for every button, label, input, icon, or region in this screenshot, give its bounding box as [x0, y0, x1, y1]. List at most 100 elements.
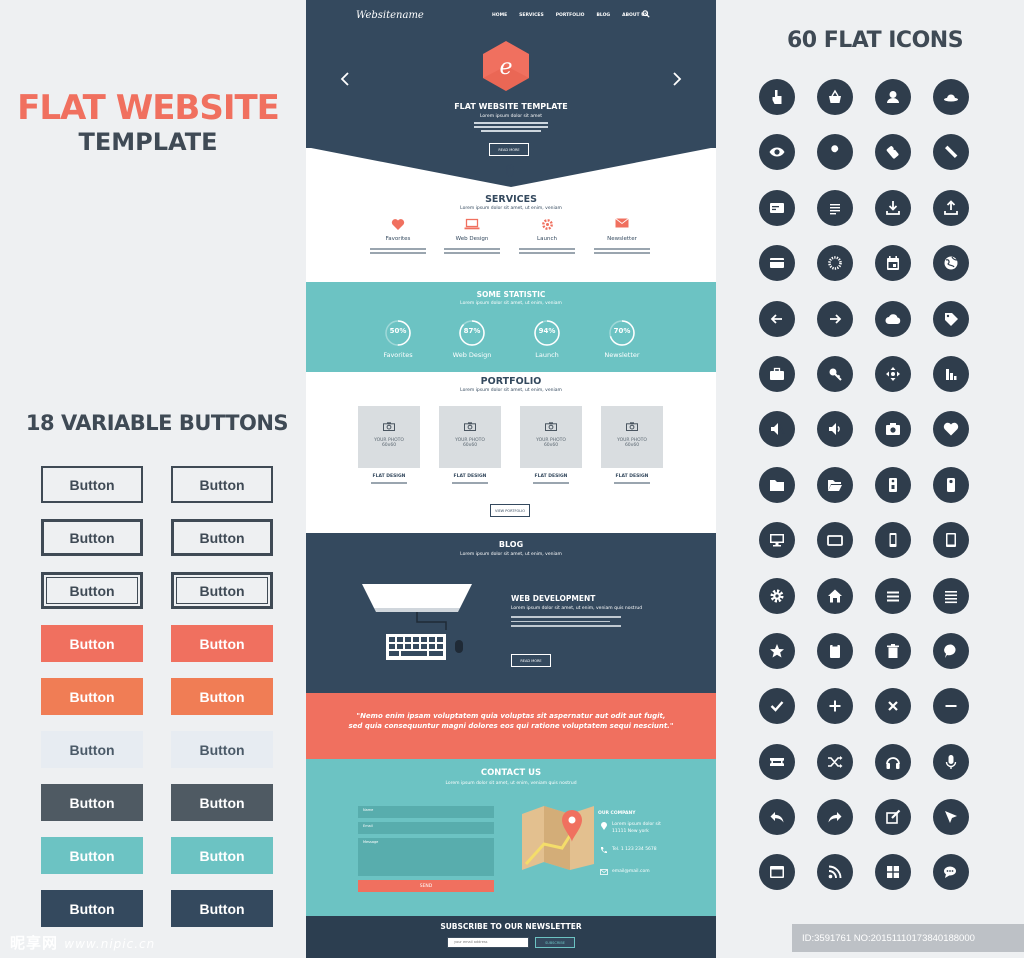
document-icon: [817, 189, 853, 226]
sample-button-outline-double-1[interactable]: Button: [41, 572, 143, 609]
stat-item: 87%Web Design: [442, 318, 502, 359]
sample-button-outline-double-2[interactable]: Button: [171, 572, 273, 609]
phone-icon: [875, 522, 911, 559]
scroll-mouse-icon[interactable]: [506, 164, 514, 177]
site-logo[interactable]: Websitename: [356, 10, 424, 21]
subscribe-button[interactable]: SUBSCRIBE: [535, 937, 575, 948]
sample-button-red-2[interactable]: Button: [171, 625, 273, 662]
message-field[interactable]: Message: [358, 838, 494, 876]
name-field[interactable]: Name: [358, 806, 494, 818]
rss-icon-glyph: [828, 866, 842, 879]
door-hanger-icon: [933, 466, 969, 503]
sample-button-navy-1[interactable]: Button: [41, 890, 143, 927]
view-portfolio-button[interactable]: VIEW PORTFOLIO: [490, 504, 530, 517]
stat-label: Newsletter: [604, 351, 640, 359]
nav-portfolio[interactable]: PORTFOLIO: [555, 13, 585, 18]
envelope-icon: [600, 869, 608, 875]
blog-read-more-button[interactable]: READ MORE: [511, 654, 551, 667]
sample-button-navy-2[interactable]: Button: [171, 890, 273, 927]
shuffle-icon: [817, 743, 853, 780]
photo-size: 60x60: [462, 443, 478, 448]
nav-home[interactable]: HOME: [492, 13, 508, 18]
cloud-icon: [875, 300, 911, 337]
folder-icon-glyph: [770, 479, 784, 491]
hat-icon-glyph: [944, 94, 958, 102]
star-icon-glyph: [770, 643, 784, 658]
camera-icon: [464, 422, 476, 431]
quote-line-2: sed quia consequuntur magni dolores eos …: [348, 722, 674, 730]
sample-button-light-1[interactable]: Button: [41, 731, 143, 768]
stat-value: 87%: [463, 327, 481, 335]
stat-item: 50%Favorites: [368, 318, 428, 359]
credit-card-icon-glyph: [770, 258, 784, 269]
reply-icon: [759, 799, 795, 836]
document-icon-glyph: [830, 203, 840, 215]
volume-icon-glyph: [829, 423, 840, 436]
window-icon: [759, 854, 795, 891]
sample-button-outline-medium-1[interactable]: Button: [41, 519, 143, 556]
close-icon: [875, 688, 911, 725]
user-icon: [875, 79, 911, 115]
move-icon-glyph: [886, 366, 900, 381]
home-icon: [817, 577, 853, 614]
stats-section: [306, 282, 716, 372]
photo-size: 60x60: [543, 443, 559, 448]
laptop-icon-glyph: [827, 535, 843, 547]
nav-blog[interactable]: BLOG: [596, 13, 611, 18]
sample-button-red-1[interactable]: Button: [41, 625, 143, 662]
portfolio-caption-line: [452, 482, 488, 484]
service-newsletter[interactable]: Newsletter: [592, 218, 652, 256]
stat-label: Launch: [535, 351, 559, 359]
gear-icon-glyph: [770, 589, 784, 603]
sample-button-orange-2[interactable]: Button: [171, 678, 273, 715]
stats-title: SOME STATISTIC: [476, 290, 546, 299]
laptop-icon: [464, 218, 480, 230]
ticket-icon-glyph: [770, 757, 784, 766]
sample-button-dark-2[interactable]: Button: [171, 784, 273, 821]
sample-button-outline-medium-2[interactable]: Button: [171, 519, 273, 556]
newsletter-email-input[interactable]: your email address: [447, 937, 529, 948]
sample-button-outline-thin-2[interactable]: Button: [171, 466, 273, 503]
photo-placeholder-text: YOUR PHOTO: [374, 438, 404, 443]
sample-button-dark-1[interactable]: Button: [41, 784, 143, 821]
hero-read-more-button[interactable]: READ MORE: [489, 143, 529, 156]
sample-button-teal-2[interactable]: Button: [171, 837, 273, 874]
service-launch[interactable]: Launch: [517, 218, 577, 256]
sample-button-outline-thin-1[interactable]: Button: [41, 466, 143, 503]
rss-icon: [817, 854, 853, 891]
world-icon: [933, 245, 969, 282]
buttons-heading: 18 VARIABLE BUTTONS: [25, 411, 289, 435]
camera-icon: [626, 422, 638, 431]
search-icon[interactable]: [642, 10, 650, 18]
blog-post-title[interactable]: WEB DEVELOPMENT: [511, 594, 596, 603]
service-label: Favorites: [385, 236, 411, 242]
chevron-left-icon[interactable]: [340, 72, 350, 86]
hero-chevron: [306, 147, 716, 187]
stat-label: Favorites: [383, 351, 413, 359]
email-field[interactable]: Email: [358, 822, 494, 834]
hero-title: FLAT WEBSITE TEMPLATE: [454, 102, 568, 111]
sample-button-teal-1[interactable]: Button: [41, 837, 143, 874]
nav-services[interactable]: SERVICES: [519, 13, 544, 18]
close-icon-glyph: [888, 701, 898, 712]
send-button[interactable]: SEND: [358, 880, 494, 892]
company-phone: Tel. 1 123 234 5678: [612, 847, 657, 852]
photo-size: 60x60: [381, 443, 397, 448]
sample-button-orange-1[interactable]: Button: [41, 678, 143, 715]
edit-icon: [875, 799, 911, 836]
arrow-right-icon-glyph: [830, 313, 842, 324]
service-web-design[interactable]: Web Design: [442, 218, 502, 256]
hero-text-lines: [474, 122, 548, 134]
move-icon: [875, 355, 911, 392]
door-hanger-icon-glyph: [947, 477, 955, 492]
company-email[interactable]: email@mail.com: [612, 869, 650, 874]
service-favorites[interactable]: Favorites: [368, 218, 428, 256]
cursor-icon-glyph: [945, 811, 957, 824]
nav-about[interactable]: ABOUT US: [622, 13, 649, 18]
sample-button-light-2[interactable]: Button: [171, 731, 273, 768]
chevron-right-icon[interactable]: [672, 72, 682, 86]
